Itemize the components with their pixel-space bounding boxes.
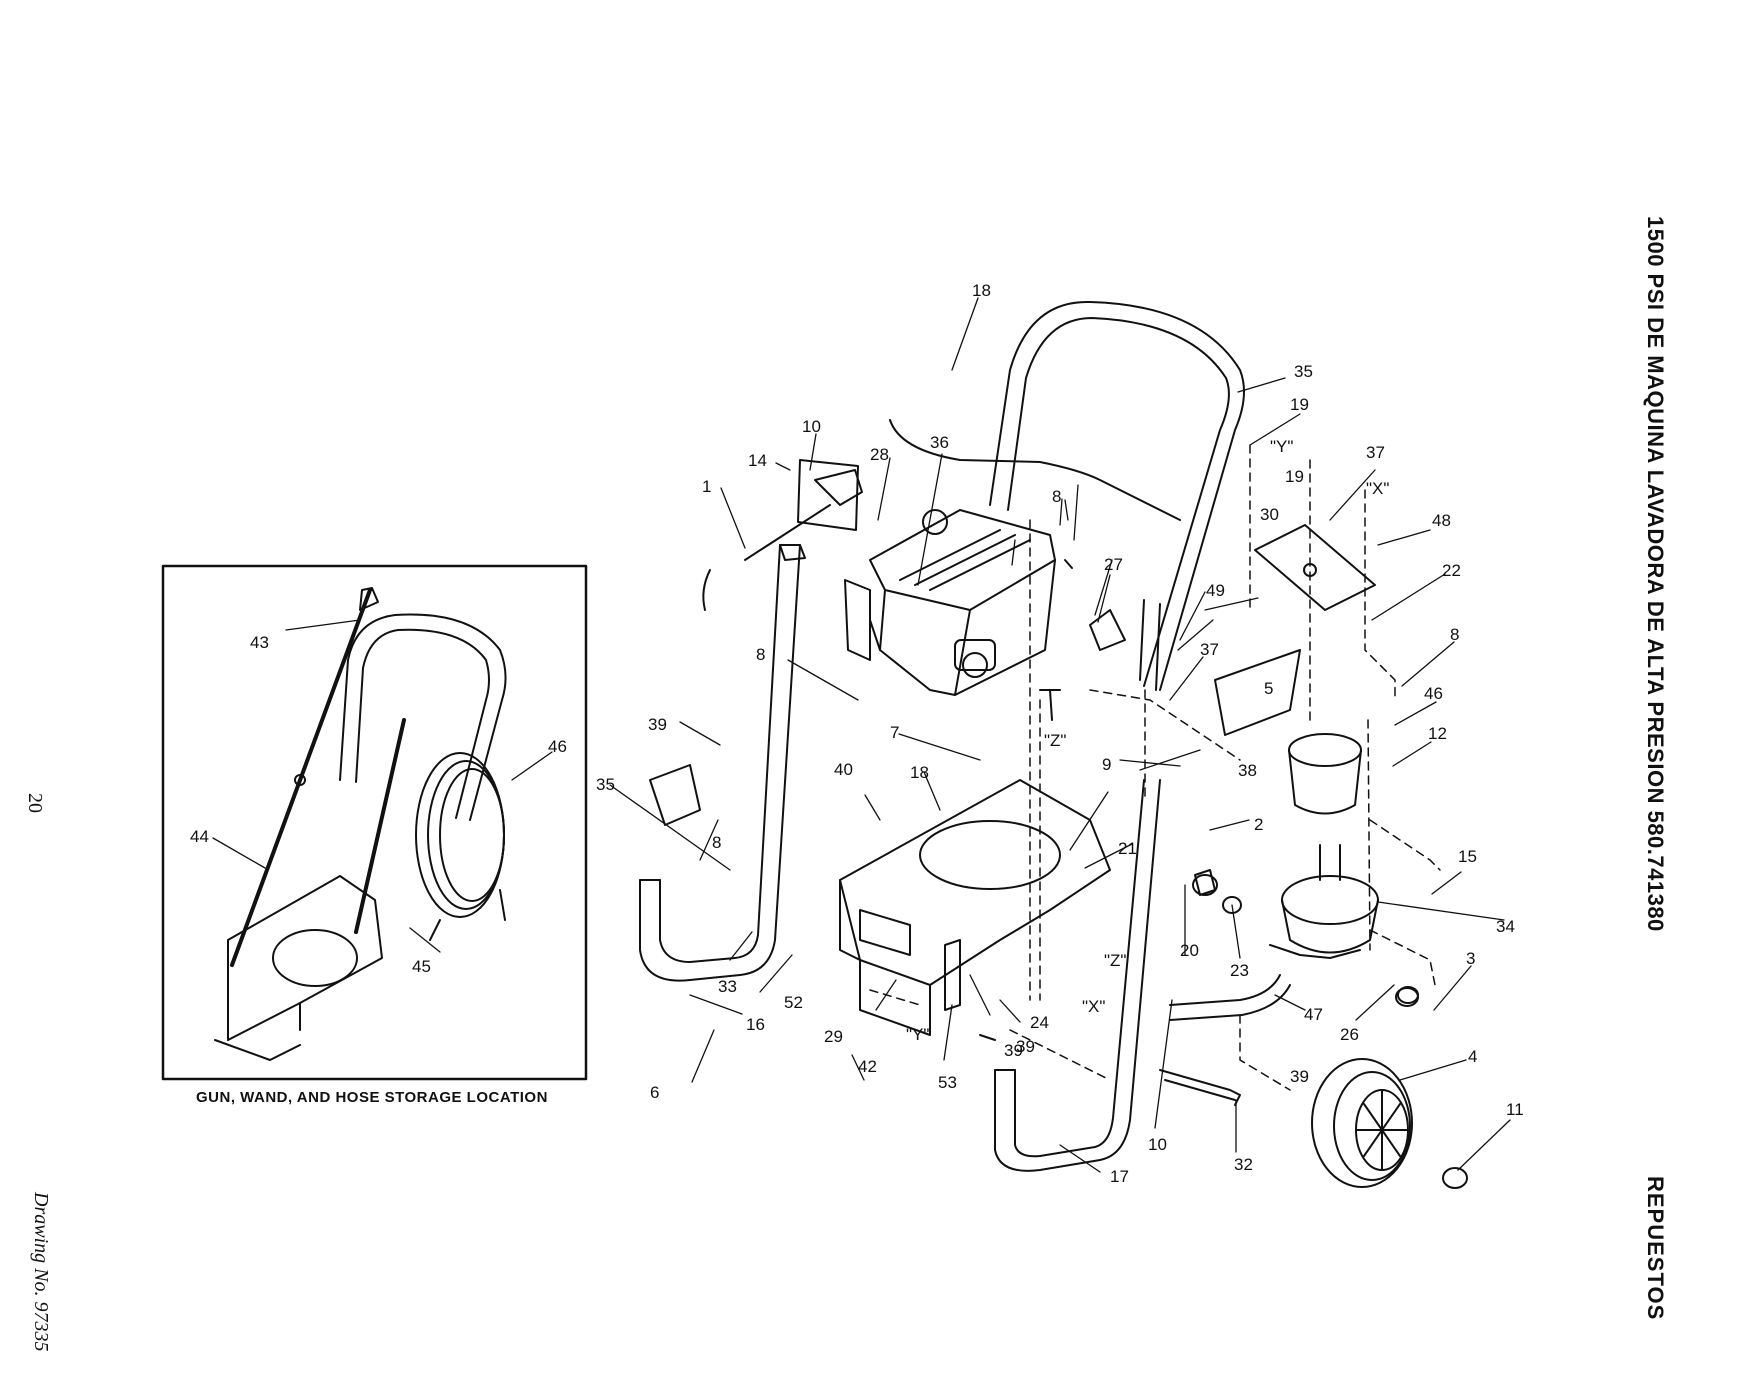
inlet-hose xyxy=(1169,974,1291,1021)
callout-19-right: 19 xyxy=(1290,395,1309,414)
engine-assembly xyxy=(844,509,1056,696)
callout-34: 34 xyxy=(1496,917,1515,936)
callout-26: 26 xyxy=(1340,1025,1359,1044)
callout-8-left-mid: 8 xyxy=(756,645,765,664)
callout-y-top: "Y" xyxy=(1270,437,1293,456)
callout-47: 48 xyxy=(1432,511,1451,530)
inset-caption: GUN, WAND, AND HOSE STORAGE LOCATION xyxy=(196,1089,548,1106)
callout-6: 6 xyxy=(650,1083,659,1102)
callout-39-mid: 39 xyxy=(1004,1041,1023,1060)
callout-37-top: 37 xyxy=(1366,443,1385,462)
callout-x-top: "X" xyxy=(1366,479,1389,498)
page-number: 20 xyxy=(24,793,46,813)
callout-39-left: 39 xyxy=(648,715,667,734)
callout-27: 27 xyxy=(1104,555,1123,574)
callout-z-upper: "Z" xyxy=(1044,731,1066,750)
callout-12: 11 xyxy=(1506,1100,1524,1119)
callout-x-mid: "X" xyxy=(1082,997,1105,1016)
drawing-number: Drawing No. 97335 xyxy=(30,1192,52,1352)
callout-z-mid: "Z" xyxy=(1104,951,1126,970)
callout-32: 32 xyxy=(1234,1155,1253,1174)
callout-labels: 18 35 19 "Y" 37 "X" 19 30 48 22 49 37 8 … xyxy=(190,281,1524,1186)
callout-38: 38 xyxy=(1238,761,1257,780)
callout-11: 10 xyxy=(1148,1135,1167,1154)
callout-8-left-low: 8 xyxy=(712,833,721,852)
callout-43: 44 xyxy=(190,827,209,846)
callout-y-bottom: "Y" xyxy=(906,1025,929,1044)
callout-13: 12 xyxy=(1428,724,1447,743)
callout-1: 1 xyxy=(702,477,711,496)
callout-4: 4 xyxy=(1468,1047,1477,1066)
axle xyxy=(1159,1069,1241,1106)
callout-39-right: 39 xyxy=(1290,1067,1309,1086)
callout-35: 35 xyxy=(596,775,615,794)
callout-30: 30 xyxy=(1260,505,1279,524)
assembly-guide-lines xyxy=(869,444,1441,1091)
callout-31: 35 xyxy=(1294,362,1313,381)
callout-20: 19 xyxy=(1285,467,1304,486)
inset-frame-drawing xyxy=(214,587,507,1061)
callout-23: 21 xyxy=(1118,839,1137,858)
handle-frame xyxy=(889,300,1245,691)
callout-17: 15 xyxy=(1458,847,1477,866)
callout-29: 29 xyxy=(824,1027,843,1046)
callout-10: 10 xyxy=(802,417,821,436)
leader-lines xyxy=(212,297,1511,1173)
base-plate xyxy=(839,779,1111,1036)
callout-40: 40 xyxy=(834,760,853,779)
callout-21: 20 xyxy=(1180,941,1199,960)
callout-16: 16 xyxy=(746,1015,765,1034)
callout-8-right: 8 xyxy=(1450,625,1459,644)
page-title: 1500 PSI DE MAQUINA LAVADORA DE ALTA PRE… xyxy=(1643,216,1668,932)
callout-19-top: 18 xyxy=(972,281,991,300)
callout-45: 46 xyxy=(548,737,567,756)
section-title: REPUESTOS xyxy=(1643,1176,1668,1321)
pump-assembly xyxy=(1269,733,1379,959)
callout-25: 24 xyxy=(1030,1013,1049,1032)
callout-22: 23 xyxy=(1230,961,1249,980)
callout-39-bottom: 39 xyxy=(1016,1037,1035,1056)
callout-46: 46 xyxy=(1424,684,1443,703)
callout-24: 22 xyxy=(1442,561,1461,580)
right-leg-frame xyxy=(994,779,1161,1172)
callout-3: 3 xyxy=(1466,949,1475,968)
callout-44: 45 xyxy=(412,957,431,976)
callout-2: 2 xyxy=(1254,815,1263,834)
callout-37-mid: 37 xyxy=(1200,640,1219,659)
callout-28: 28 xyxy=(870,445,889,464)
callout-52: 52 xyxy=(784,993,803,1012)
callout-7: 7 xyxy=(890,723,899,742)
callout-33: 33 xyxy=(718,977,737,996)
inset-frame xyxy=(161,564,588,1081)
callout-8-engine: 8 xyxy=(1052,487,1061,506)
small-parts xyxy=(649,459,1419,1041)
callout-15: 17 xyxy=(1110,1167,1129,1186)
callout-49: 49 xyxy=(1206,581,1225,600)
wheel xyxy=(1311,986,1468,1189)
callout-41: 42 xyxy=(858,1057,877,1076)
callout-53: 53 xyxy=(938,1073,957,1092)
callout-18: 18 xyxy=(910,763,929,782)
callout-5: 5 xyxy=(1264,679,1273,698)
left-leg-frame xyxy=(639,544,806,982)
callout-48: 47 xyxy=(1304,1005,1323,1024)
callout-14: 14 xyxy=(748,451,767,470)
callout-9: 9 xyxy=(1102,755,1111,774)
callout-36: 36 xyxy=(930,433,949,452)
callout-42: 43 xyxy=(250,633,269,652)
